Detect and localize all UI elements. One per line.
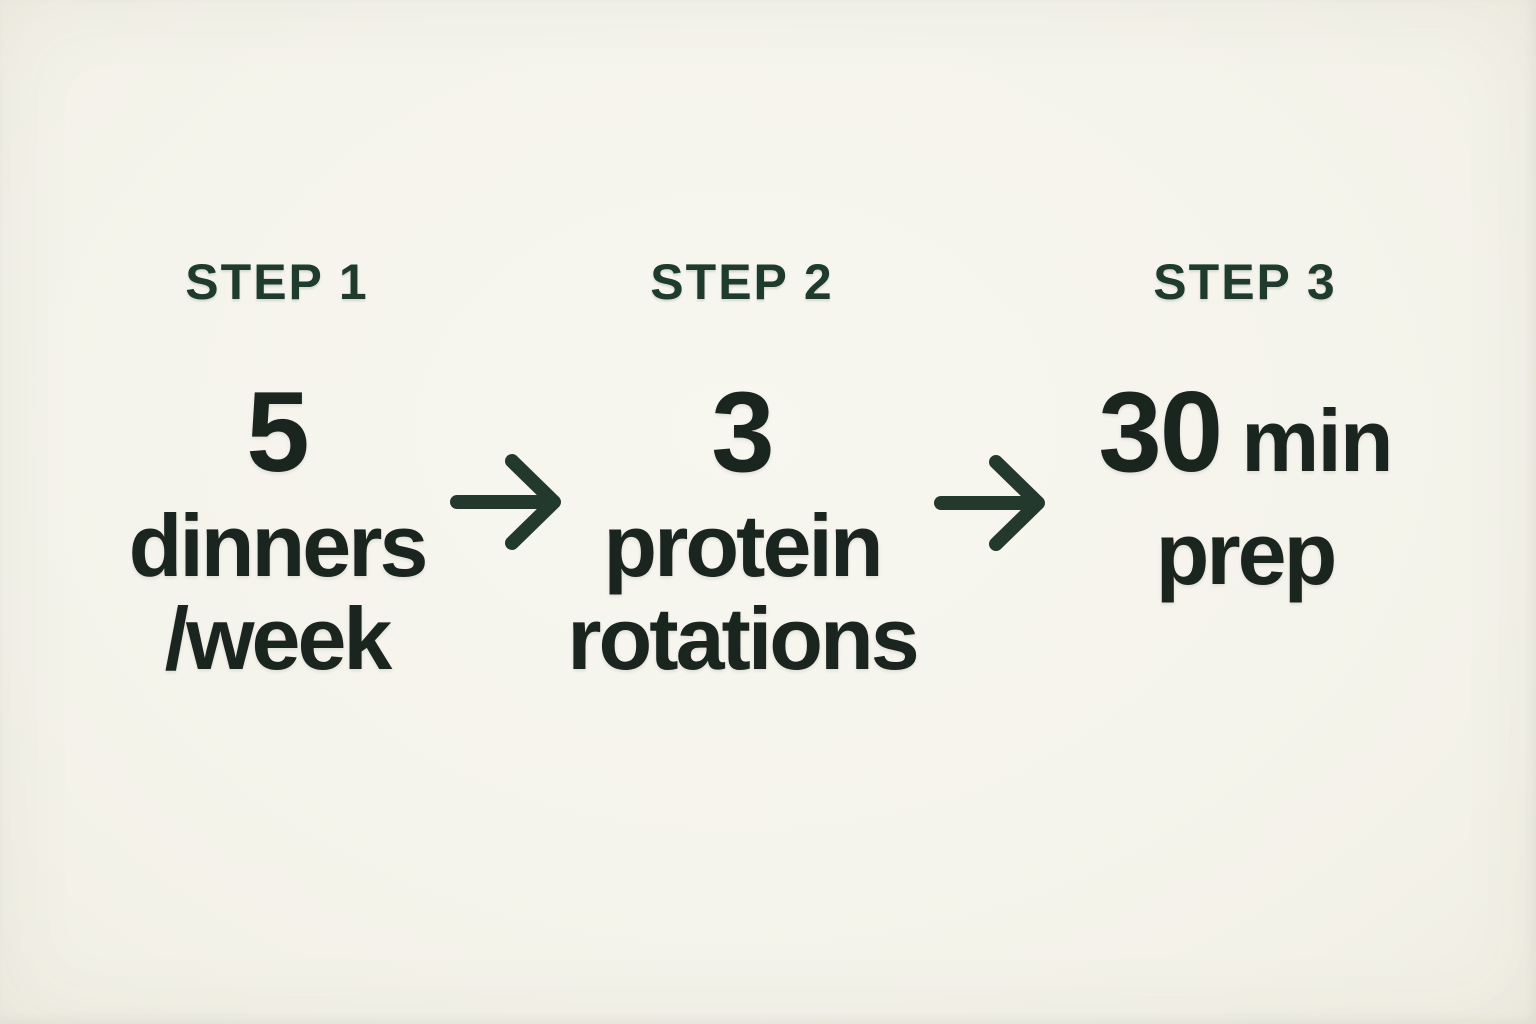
step-3-number: 30: [1098, 369, 1223, 496]
arrow-right-icon: [450, 452, 562, 552]
step-2-line-1: protein: [603, 496, 883, 595]
step-1-big-value: 5: [67, 376, 487, 490]
arrow-right-icon: [934, 453, 1046, 553]
step-1-line-2: /week: [164, 589, 393, 688]
step-2-line-2: rotations: [567, 589, 919, 688]
step-2-label: STEP 2: [650, 254, 834, 310]
step-3-line-1: prep: [1155, 504, 1338, 603]
step-3-label: STEP 3: [1153, 254, 1337, 310]
step-2-big-value: 3: [532, 376, 952, 490]
step-1-label: STEP 1: [185, 254, 369, 310]
step-2-number: 3: [711, 369, 774, 496]
step-1-number: 5: [246, 369, 309, 496]
step-2-column: STEP 2 3 protein rotations: [532, 255, 952, 685]
step-1-column: STEP 1 5 dinners /week: [67, 255, 487, 685]
step-1-line-1: dinners: [128, 496, 429, 595]
step-3-unit: min: [1241, 391, 1393, 490]
